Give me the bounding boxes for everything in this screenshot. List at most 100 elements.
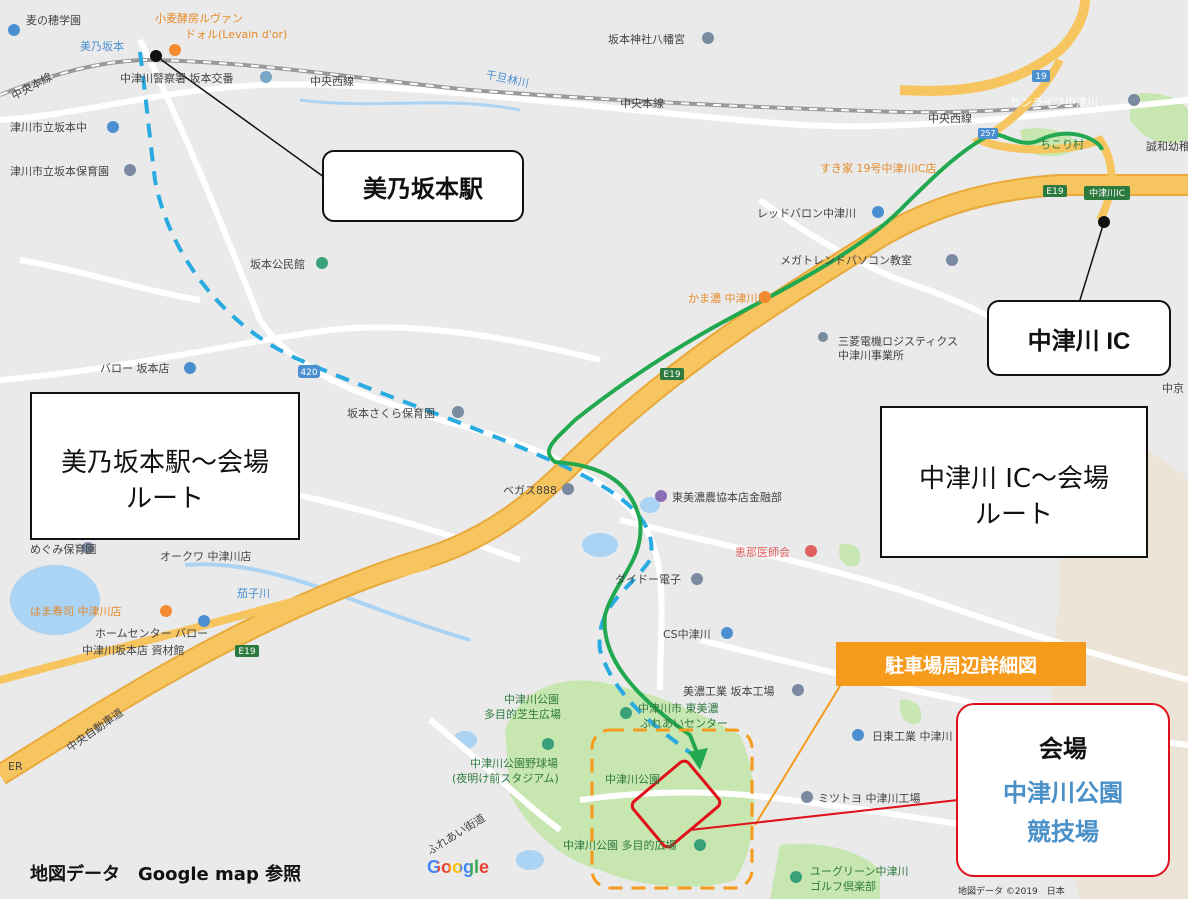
label-chuo-nishi-2: 中央西線 xyxy=(928,111,972,125)
pond-center xyxy=(582,533,618,557)
railway-chuo-line-dash xyxy=(0,58,1081,114)
legend-line-spacer-station xyxy=(80,415,250,439)
route-19 xyxy=(899,0,1090,96)
ic-marker[interactable] xyxy=(1098,216,1110,228)
shield-e19-b: E19 xyxy=(238,647,255,657)
legend-ic-route-word: ルート xyxy=(974,500,1053,530)
label-mino-kogyo: 美濃工業 坂本工場 xyxy=(683,684,775,698)
shield-257: 257 xyxy=(980,129,995,138)
legend-ic-text: 中津川 IC～会場 xyxy=(918,463,1110,494)
label-kamado: かま濃 中津川店 xyxy=(688,291,769,305)
green-area-small-1 xyxy=(899,699,922,724)
label-mitutoyo: ミツトヨ 中津川工場 xyxy=(818,792,921,805)
label-levain-1: 小麦酵房ルヴァン xyxy=(155,11,243,25)
leader-venue xyxy=(689,799,959,831)
shield-e19-c: E19 xyxy=(1046,187,1063,197)
label-enashi: 恵那医師会 xyxy=(735,545,790,559)
pond-west xyxy=(10,565,100,635)
label-chuo-nishi-1: 中央西線 xyxy=(310,74,354,88)
label-baseball-1: 中津川公園野球場 xyxy=(470,756,558,770)
label-megumi: めぐみ保育園 xyxy=(30,542,96,556)
label-mitsubishi-2: 中津川事業所 xyxy=(838,349,904,362)
venue-name-line2: 競技場 xyxy=(1027,817,1099,846)
ic-loop xyxy=(971,58,1116,222)
label-school-sakamoto: 津川市立坂本中 xyxy=(10,120,87,134)
label-ugreen-2: ゴルフ倶楽部 xyxy=(810,879,876,893)
label-mugi: 麦の穂学園 xyxy=(26,13,81,27)
green-area-small-2 xyxy=(839,543,861,567)
leader-station xyxy=(155,55,336,186)
label-okuwa: オークワ 中津川店 xyxy=(160,549,252,563)
label-park-field-2: 多目的芝生広場 xyxy=(484,707,561,721)
label-hamazushi: はま寿司 中津川店 xyxy=(30,604,122,618)
label-levain-2: ドォル(Levain d'or) xyxy=(185,28,287,41)
label-daido: ダイドー電子 xyxy=(615,572,681,586)
label-park-center: 中津川公園 xyxy=(605,773,660,786)
venue-marker[interactable] xyxy=(630,759,722,850)
label-cs: CS中津川 xyxy=(663,628,711,641)
legend-line-spacer-ic xyxy=(929,431,1099,455)
expressway-branch xyxy=(0,561,432,684)
label-nasugawa: 茄子川 xyxy=(237,586,270,600)
map-credit: 地図データ Google map 参照 xyxy=(30,864,302,885)
google-logo-text: Google xyxy=(427,857,489,877)
shield-e19-a: E19 xyxy=(663,370,680,380)
label-kominkan: 坂本公民館 xyxy=(250,257,305,271)
label-higashi-mino: 東美濃農協本店金融部 xyxy=(672,490,782,504)
label-baseball-2: (夜明け前スタジアム) xyxy=(452,771,559,785)
station-marker[interactable] xyxy=(150,50,162,62)
label-police: 中津川警察署 坂本交番 xyxy=(120,71,234,85)
label-seiwa: 誠和幼稚 xyxy=(1146,140,1188,153)
label-red-baron: レッドバロン中津川 xyxy=(757,207,856,220)
legend-station-route: 美乃坂本駅～会場 ルート xyxy=(30,392,300,540)
legend-station-text: 美乃坂本駅～会場 xyxy=(60,447,269,478)
shield-19: 19 xyxy=(1035,72,1047,82)
label-mitsubishi-1: 三菱電機ロジスティクス xyxy=(838,334,958,348)
label-fureai-center-1: 中津川市 東美濃 xyxy=(638,701,719,715)
road-shields: 420 E19 E19 E19 19 257 中津川IC xyxy=(235,70,1130,657)
label-chigori: ちこり村 xyxy=(1040,137,1084,151)
map-labels: 麦の穂学園 小麦酵房ルヴァン ドォル(Levain d'or) 美乃坂本 中津川… xyxy=(8,11,1188,893)
leader-parking xyxy=(754,685,841,826)
venue-callout[interactable]: 会場 中津川公園 競技場 xyxy=(956,703,1170,877)
parking-detail-area[interactable] xyxy=(590,728,754,890)
label-homecenter-2: 中津川坂本店 資材館 xyxy=(82,643,185,657)
route-station-to-venue[interactable] xyxy=(138,51,702,762)
shield-420: 420 xyxy=(300,368,317,378)
legend-station-route-word: ルート xyxy=(125,484,204,514)
label-station-small: 美乃坂本 xyxy=(80,39,124,53)
label-hoikuen-sakamoto: 津川市立坂本保育園 xyxy=(10,164,109,178)
label-sakura: 坂本さくら保育園 xyxy=(347,406,435,420)
ic-sign: 中津川IC xyxy=(1089,187,1125,199)
chigira-river xyxy=(299,98,521,112)
label-vegas: ベガス888 xyxy=(503,484,557,497)
google-logo: Google xyxy=(427,857,489,878)
route-arrow-head xyxy=(688,748,708,770)
legend-ic-route: 中津川 IC～会場 ルート xyxy=(880,406,1148,558)
poi-icons xyxy=(8,24,1140,883)
venue-heading: 会場 xyxy=(1039,735,1087,764)
leader-ic xyxy=(1079,221,1105,301)
label-ugreen-1: ユーグリーン中津川 xyxy=(810,864,908,878)
pond-south xyxy=(516,850,544,870)
pond-small xyxy=(640,497,660,513)
map-data-notice: 地図データ ©2019 日本 xyxy=(958,887,1065,897)
label-valor: バロー 坂本店 xyxy=(100,361,170,375)
venue-name-line1: 中津川公園 xyxy=(1003,779,1123,808)
ic-callout[interactable]: 中津川 IC xyxy=(987,300,1171,376)
label-sukiya: すき家 19号中津川IC店 xyxy=(820,161,936,175)
label-homecenter-1: ホームセンター バロー xyxy=(95,627,208,640)
label-fureai-center-2: ふれあいセンター xyxy=(640,717,728,730)
label-megatrend: メガトレンドパソコン教室 xyxy=(780,253,912,267)
label-chuo-2: 中央本線 xyxy=(620,96,664,110)
label-nakakyo: 中京 xyxy=(1162,381,1184,395)
label-nitto: 日東工業 中津川 xyxy=(872,730,953,743)
label-er: ER xyxy=(8,760,23,773)
expressway-e19[interactable] xyxy=(0,176,1188,783)
label-tamokuteki: 中津川公園 多目的広場 xyxy=(563,838,677,852)
label-sakamoto-shrine: 坂本神社八幡宮 xyxy=(608,32,685,46)
station-callout[interactable]: 美乃坂本駅 xyxy=(322,150,524,222)
green-area-golf xyxy=(770,843,880,899)
parking-detail-label[interactable]: 駐車場周辺詳細図 xyxy=(836,642,1086,686)
